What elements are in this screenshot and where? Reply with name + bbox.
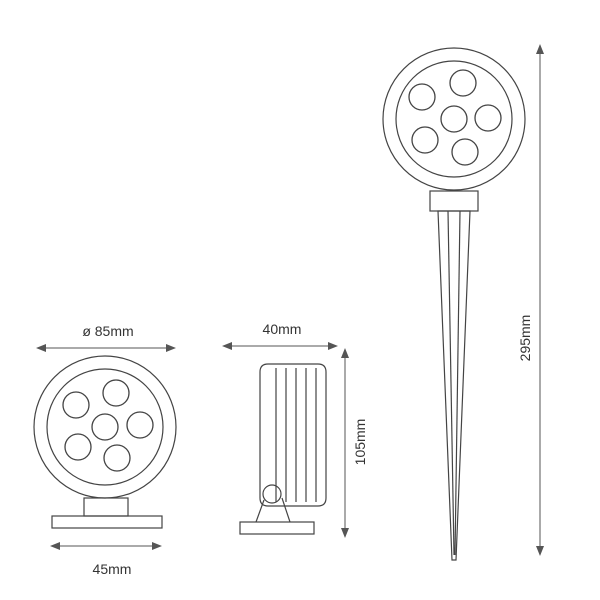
side-height-label: 105mm: [352, 419, 368, 466]
side-housing-outline: [259, 363, 327, 507]
spike-led-cluster: [408, 69, 502, 166]
base-width-dimension: 45mm: [50, 542, 162, 577]
spike-height-label: 295mm: [517, 315, 533, 362]
spike-housing-inner: [395, 60, 513, 178]
led: [102, 379, 130, 407]
front-base-plate: [51, 515, 163, 529]
front-neck: [83, 497, 129, 517]
side-pivot-joint: [262, 484, 282, 504]
led: [474, 104, 502, 132]
spike-housing-outer: [382, 47, 526, 191]
side-view-lamp: [239, 363, 327, 535]
side-depth-dimension: 40mm: [222, 321, 338, 350]
led: [103, 444, 131, 472]
side-height-dimension: 105mm: [341, 348, 368, 538]
side-cooling-fins: [275, 368, 317, 502]
led: [64, 433, 92, 461]
spike-stake: [437, 210, 471, 561]
spike-view-lamp: [382, 47, 526, 561]
led: [449, 69, 477, 97]
led: [411, 126, 439, 154]
led: [408, 83, 436, 111]
front-housing-inner: [46, 368, 164, 486]
front-led-cluster: [62, 379, 154, 472]
led: [126, 411, 154, 439]
spike-height-dimension: 295mm: [517, 44, 544, 556]
side-depth-label: 40mm: [263, 321, 302, 337]
base-width-label: 45mm: [93, 561, 132, 577]
spike-neck: [429, 190, 479, 212]
diameter-label: ø 85mm: [82, 323, 133, 339]
led: [451, 138, 479, 166]
led: [440, 105, 468, 133]
side-bracket: [255, 497, 291, 523]
side-base-plate: [239, 521, 315, 535]
led: [91, 413, 119, 441]
front-view-lamp: [33, 355, 177, 529]
led: [62, 391, 90, 419]
diameter-dimension: ø 85mm: [36, 323, 176, 352]
